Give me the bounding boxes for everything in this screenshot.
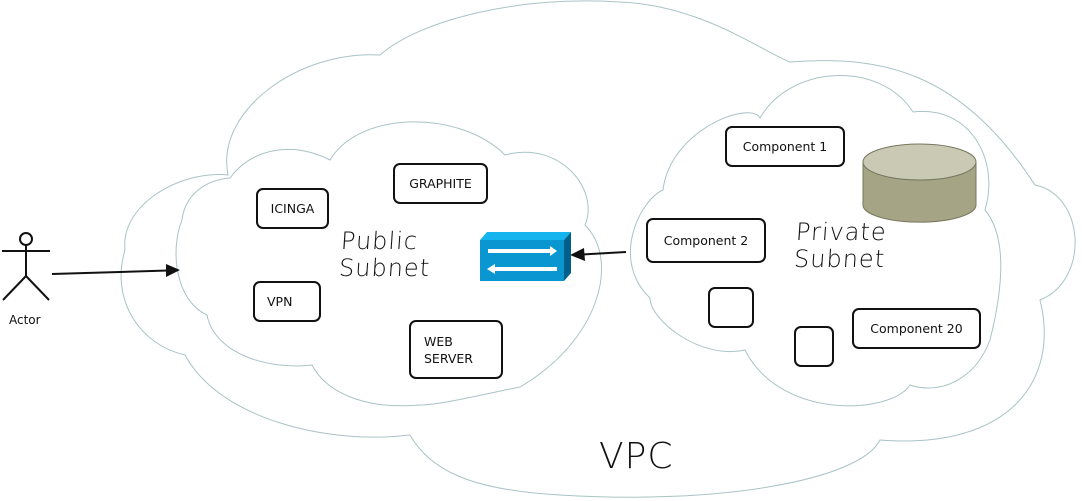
vpc-label: VPC (599, 436, 674, 477)
web-server-label-line1: WEB (424, 333, 453, 349)
unlabeled-component-a[interactable] (708, 287, 754, 328)
web-server-label-line2: SERVER (424, 350, 473, 366)
component-1-label: Component 1 (742, 139, 828, 154)
icinga-component[interactable]: ICINGA (256, 188, 329, 229)
icinga-label: ICINGA (270, 201, 315, 216)
actor-to-public-subnet-arrow (51, 264, 180, 277)
graphite-label: GRAPHITE (409, 176, 472, 191)
graphite-component[interactable]: GRAPHITE (393, 163, 488, 204)
vpn-label: VPN (267, 294, 293, 309)
private-subnet-label-line2: Subnet (793, 245, 887, 273)
private-subnet-label: Private Subnet (793, 218, 888, 273)
public-subnet-label: Public Subnet (338, 227, 433, 282)
private-subnet-label-line1: Private (795, 218, 888, 246)
database-cylinder-icon[interactable] (862, 143, 977, 223)
component-2[interactable]: Component 2 (646, 218, 766, 263)
component-2-label: Component 2 (663, 233, 749, 248)
public-subnet-label-line2: Subnet (338, 254, 432, 282)
unlabeled-component-b[interactable] (794, 326, 834, 367)
public-subnet-label-line1: Public (340, 227, 419, 255)
actor-icon[interactable] (2, 232, 50, 301)
actor-label: Actor (9, 313, 41, 327)
router-switch-icon[interactable] (480, 232, 571, 281)
component-20-label: Component 20 (870, 321, 963, 336)
web-server-component[interactable]: WEB SERVER (409, 320, 503, 379)
component-20[interactable]: Component 20 (852, 308, 981, 349)
private-subnet-to-router-arrow (570, 248, 627, 261)
vpn-component[interactable]: VPN (253, 281, 321, 322)
component-1[interactable]: Component 1 (725, 126, 845, 167)
